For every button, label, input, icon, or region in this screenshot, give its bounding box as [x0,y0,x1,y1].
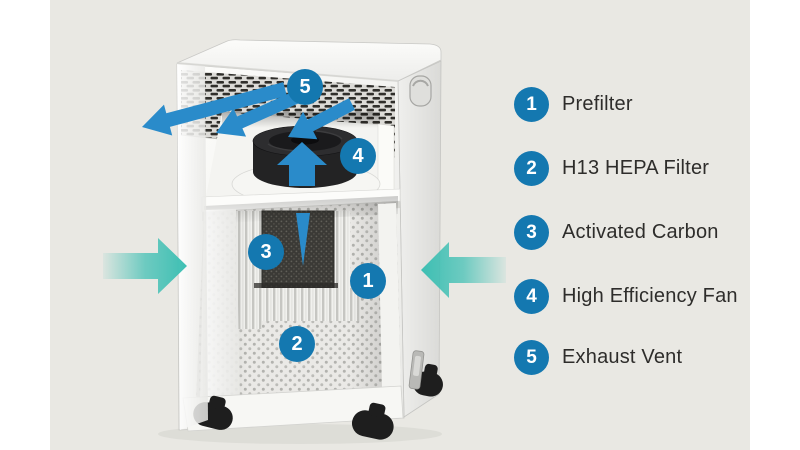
device-badge-fan: 4 [340,138,376,174]
filter-compartment [196,196,401,402]
legend-item-prefilter: 1 Prefilter [514,86,633,122]
side-panel [397,60,442,418]
legend-item-hepa: 2 H13 HEPA Filter [514,150,709,186]
legend-label: High Efficiency Fan [562,284,738,307]
legend-label: Exhaust Vent [562,345,683,368]
device-badge-carbon: 3 [248,234,284,270]
front-left-pillar [177,64,208,430]
legend-item-carbon: 3 Activated Carbon [514,214,719,250]
intake-arrow-right-icon [421,242,506,298]
number-badge: 1 [514,86,549,122]
number-badge: 2 [514,150,549,186]
exhaust-arrow-mid-icon [216,90,300,137]
inner-right-pillar [378,203,401,390]
device-badge-prefilter: 1 [350,263,386,299]
upflow-arrow-fan-icon [277,142,327,186]
base [182,350,443,440]
legend-label: Prefilter [562,92,633,115]
exhaust-arrow-to-fan-icon [288,98,355,140]
legend-item-exhaust: 5 Exhaust Vent [514,339,682,375]
fan-icon [252,125,358,188]
device-badge-exhaust-vent: 5 [287,69,323,105]
legend-label: Activated Carbon [562,220,719,243]
upflow-arrow-lower-icon [296,213,310,266]
number-badge: 4 [514,278,549,314]
legend-label: H13 HEPA Filter [562,156,710,179]
legend-item-fan: 4 High Efficiency Fan [514,278,738,314]
intake-arrow-left-icon [103,238,187,294]
number-badge: 3 [514,214,549,250]
inner-left-pillar [200,209,240,402]
exhaust-arrow-out-icon [142,82,287,136]
number-badge: 5 [514,339,549,375]
latch-icon [408,350,425,390]
device-badge-hepa: 2 [279,326,315,362]
top-lid [176,39,442,82]
airflow-arrows [103,82,506,298]
